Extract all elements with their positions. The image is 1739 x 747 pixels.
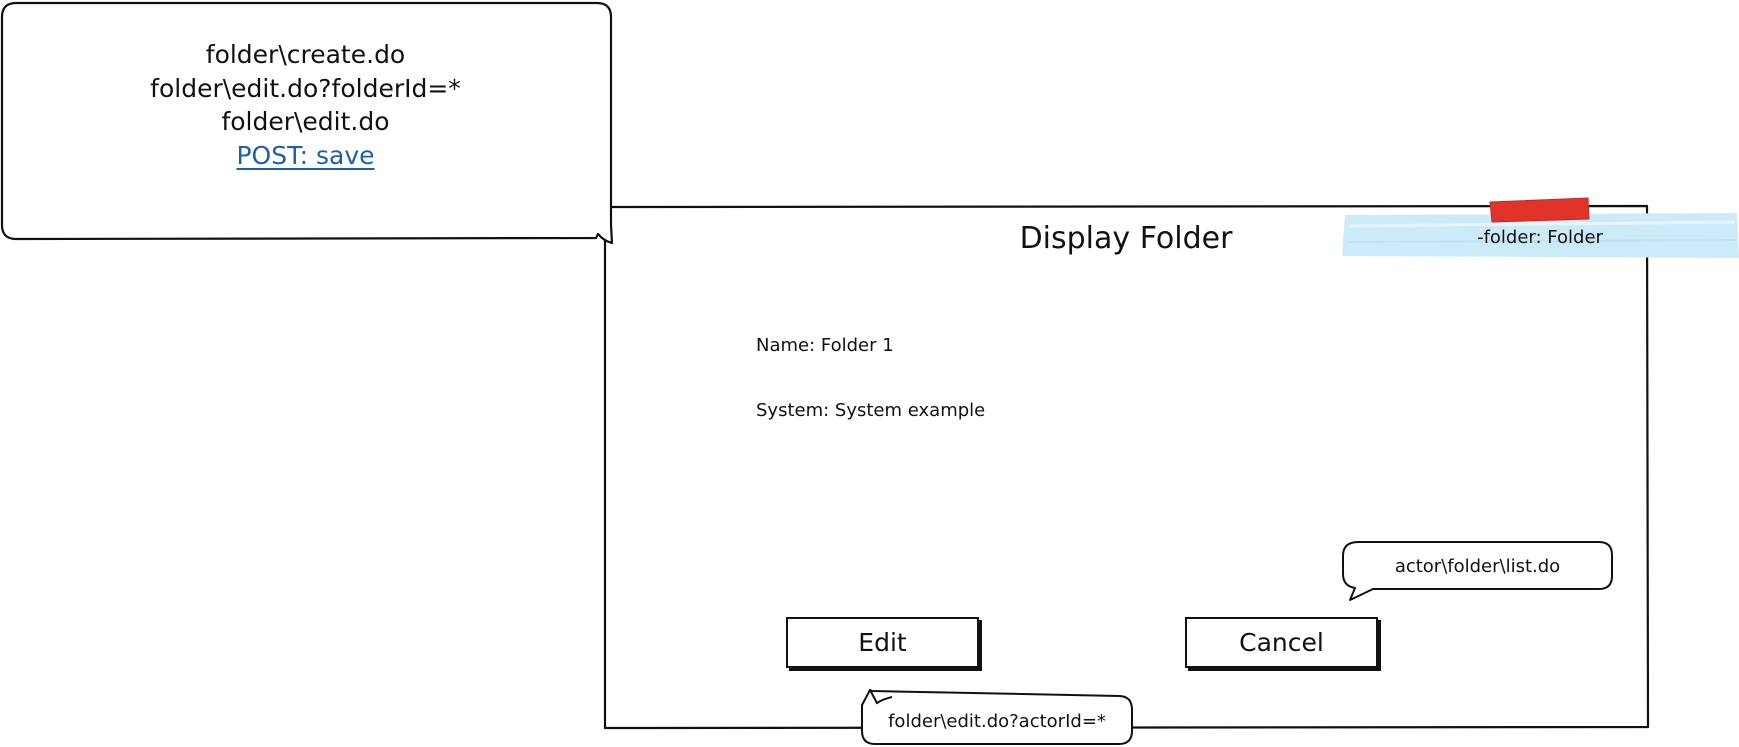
edit-target-text: folder\edit.do?actorId=* xyxy=(888,711,1106,732)
callout-line-create: folder\create.do xyxy=(205,40,406,69)
sticky-pin xyxy=(1489,197,1590,223)
callout-text: folder\create.do folder\edit.do?folderId… xyxy=(0,38,611,172)
cancel-target-bubble-outline xyxy=(1342,541,1613,601)
sticky-note-text: -folder: Folder xyxy=(1477,227,1603,248)
callout-line-edit: folder\edit.do xyxy=(221,107,390,136)
cancel-target-text: actor\folder\list.do xyxy=(1394,556,1561,577)
cancel-button[interactable]: Cancel xyxy=(1185,617,1378,668)
folder-system-field: System: System example xyxy=(756,400,986,421)
callout-bubble-outline xyxy=(0,1,614,245)
callout-line-edit-with-id: folder\edit.do?folderId=* xyxy=(150,73,461,103)
edit-button[interactable]: Edit xyxy=(786,617,979,668)
post-save-link[interactable]: POST: save xyxy=(236,140,375,170)
edit-target-bubble-outline xyxy=(861,689,1133,745)
folder-name-field: Name: Folder 1 xyxy=(756,335,894,356)
display-folder-frame xyxy=(603,204,1650,730)
page-title: Display Folder xyxy=(1019,221,1233,256)
